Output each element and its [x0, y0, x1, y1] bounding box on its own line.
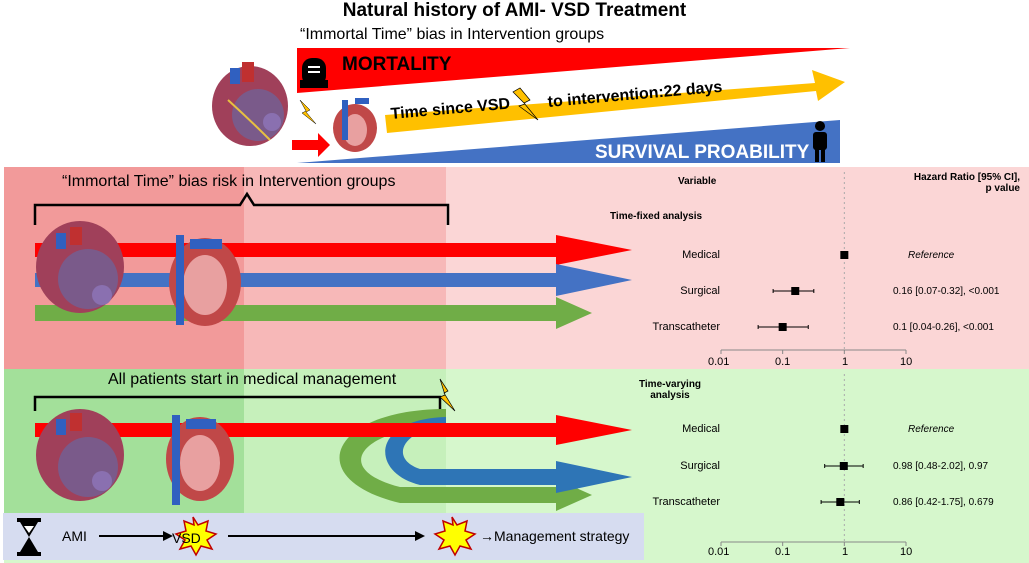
row-hr: 0.1 [0.04-0.26], <0.001	[893, 322, 994, 333]
analysis-label-line2: analysis	[650, 390, 690, 401]
red-arrow	[35, 415, 632, 445]
forest-plot-bottom	[720, 374, 907, 546]
page-title: Natural history of AMI- VSD Treatment	[342, 0, 687, 21]
green-arrow	[35, 297, 592, 329]
top-arrows	[33, 191, 632, 329]
hr-point	[840, 251, 849, 259]
hr-point	[840, 425, 849, 433]
forest-plot-top	[720, 172, 907, 354]
heart-icon	[36, 221, 124, 313]
hr-point	[791, 287, 800, 295]
timeline-graphic	[17, 516, 477, 557]
tick-label: 1	[842, 356, 849, 368]
bottom-arrows	[33, 378, 632, 511]
tick-label: 10	[900, 356, 913, 368]
blue-curved-arrow	[385, 417, 632, 493]
row-label: Medical	[682, 423, 720, 435]
green-curved-arrow	[339, 409, 592, 511]
hr-header: Hazard Ratio [95% CI], p value	[880, 172, 1020, 194]
survival-label: SURVIVAL PROABILITY	[595, 142, 810, 163]
row-label: Transcatheter	[652, 321, 720, 333]
heart-section-icon	[169, 235, 241, 326]
tombstone-icon	[300, 58, 328, 88]
mgmt-starburst	[433, 516, 477, 557]
bracket	[33, 395, 442, 411]
heart-section-icon	[166, 415, 234, 505]
heart-icon	[36, 409, 124, 501]
lightning-icon	[439, 378, 456, 412]
survival-wedge	[297, 120, 840, 163]
row-label: Surgical	[680, 460, 720, 472]
analysis-label-line1: Time-varying	[638, 379, 702, 390]
person-icon	[813, 121, 827, 162]
subtitle: “Immortal Time” bias in Intervention gro…	[300, 26, 605, 43]
lightning-icon	[299, 99, 317, 125]
hr-header-line1: Hazard Ratio [95% CI],	[913, 172, 1020, 183]
red-arrow	[35, 235, 632, 265]
timeline-ami: AMI	[62, 528, 87, 544]
heart-icon	[212, 62, 288, 146]
row-label: Surgical	[680, 285, 720, 297]
row-hr: 0.98 [0.48-2.02], 0.97	[893, 461, 989, 472]
tick-label: 0.01	[708, 356, 730, 368]
analysis-label: Time-varying analysis	[610, 379, 730, 401]
row-label: Transcatheter	[652, 496, 720, 508]
variable-header: Variable	[678, 176, 717, 187]
timeline-vsd: VSD	[172, 530, 201, 546]
timeline-management: →Management strategy	[480, 528, 630, 544]
time-arrow	[385, 70, 845, 133]
row-hr: Reference	[908, 250, 955, 261]
tick-label: 0.01	[708, 546, 730, 558]
top-section-title: “Immortal Time” bias risk in Interventio…	[62, 173, 396, 190]
mortality-wedge	[297, 48, 850, 93]
hr-point	[778, 323, 787, 331]
analysis-label: Time-fixed analysis	[610, 211, 703, 222]
lightning-icon	[512, 87, 539, 121]
header-graphic	[212, 48, 850, 163]
tick-label: 0.1	[775, 356, 791, 368]
tick-label: 1	[842, 546, 849, 558]
hr-header-line2: p value	[985, 183, 1020, 194]
row-hr: 0.16 [0.07-0.32], <0.001	[893, 286, 1000, 297]
hourglass-icon	[17, 518, 41, 556]
mortality-label: MORTALITY	[342, 54, 452, 75]
arrow-head	[415, 531, 425, 541]
vsd-starburst	[174, 516, 218, 557]
row-hr: 0.86 [0.42-1.75], 0.679	[893, 497, 994, 508]
heart-section-icon	[333, 98, 377, 152]
hr-point	[839, 462, 848, 470]
arrow-head	[163, 531, 173, 541]
row-label: Medical	[682, 249, 720, 261]
row-hr: Reference	[908, 424, 955, 435]
bracket	[33, 191, 450, 225]
tick-label: 0.1	[775, 546, 791, 558]
top-section-mid	[244, 167, 446, 369]
tick-label: 10	[900, 546, 913, 558]
bottom-section-title: All patients start in medical management	[108, 371, 397, 388]
hr-point	[836, 498, 845, 506]
red-arrow-icon	[292, 133, 330, 157]
blue-arrow	[35, 264, 632, 296]
